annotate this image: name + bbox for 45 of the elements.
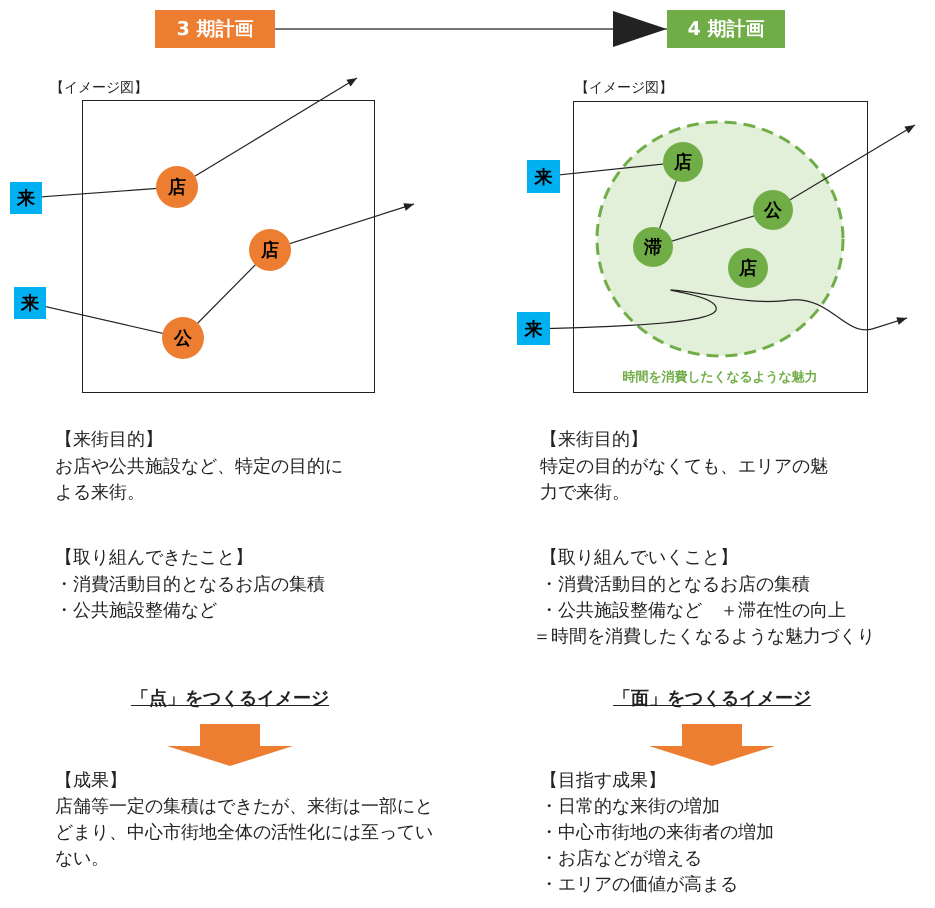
connector-line [672,215,754,242]
section-heading: 【来街目的】 [55,428,163,452]
connector-line [197,264,256,324]
frame-heading: 【イメージ図】 [50,79,148,98]
body-text: 店舗等一定の集積はできたが、来街は一部にとどまり、中心市街地全体の活性化には至っていない。 [55,795,434,871]
visitor-square: 来 [517,312,550,345]
body-text: 特定の目的がなくても、エリアの魅力で来街。 [540,455,829,505]
area-caption: 時間を消費したくなるような魅力 [622,369,818,386]
frame-heading: 【イメージ図】 [575,79,673,98]
body-text: お店や公共施設など、特定の目的による来街。 [55,455,344,505]
list-item: ・公共施設整備など [55,599,217,623]
section-heading: 【成果】 [55,769,128,793]
list-item: ・消費活動目的となるお店の集積 [55,573,325,597]
phase-badge: 3 期計画 [155,10,275,48]
arrow [275,11,667,47]
connector-line [560,163,664,176]
list-item: ＝時間を消費したくなるような魅力づくり [533,625,875,649]
list-item: ・お店などが増える [540,847,703,871]
block-arrow [649,724,775,766]
list-item: ・消費活動目的となるお店の集積 [540,573,810,597]
arrow [290,203,414,244]
section-heading: 【目指す成果】 [540,769,667,793]
list-item: ・公共施設整備など ＋滞在性の向上 [540,599,846,623]
connector-line [46,306,163,334]
underlined-heading: 「点」をつくるイメージ [100,686,360,714]
connector-line [659,180,677,228]
arrow [194,77,358,177]
list-item: ・中心市街地の来街者の増加 [540,821,775,845]
block-arrow [167,724,293,766]
phase-badge: 4 期計画 [667,10,785,48]
facility-circle: 店 [156,166,198,208]
list-item: ・エリアの価値が高まる [540,873,739,897]
facility-circle: 店 [249,229,291,271]
underlined-heading: 「面」をつくるイメージ [582,686,842,714]
arrow [790,124,916,200]
section-heading: 【来街目的】 [540,428,648,452]
facility-circle: 公 [162,317,204,359]
section-heading: 【取り組んでいくこと】 [540,546,738,570]
visitor-square: 来 [10,182,42,214]
connector-line [42,188,156,198]
section-heading: 【取り組んできたこと】 [55,546,253,570]
arrow [550,289,908,330]
visitor-square: 来 [14,287,46,319]
list-item: ・日常的な来街の増加 [540,795,721,819]
visitor-square: 来 [527,160,560,193]
